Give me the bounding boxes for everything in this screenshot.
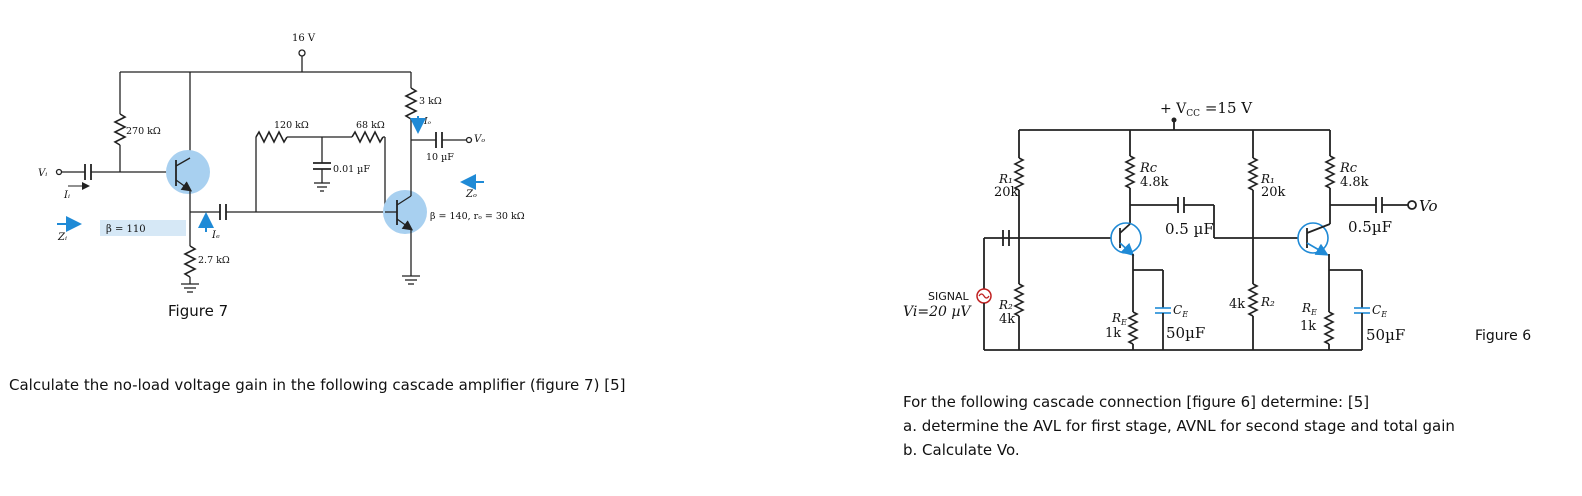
stage2-re-label: RE xyxy=(1301,301,1317,317)
resistor-68k xyxy=(351,130,384,144)
label-io: Iₒ xyxy=(423,117,432,127)
supply-terminal xyxy=(298,49,306,57)
stage2-cc-value: 0.5µF xyxy=(1348,218,1392,236)
vi-value: Vi=20 µV xyxy=(903,304,972,320)
stage1-re-resistor xyxy=(1127,311,1139,345)
label-2k7: 2.7 kΩ xyxy=(198,255,230,266)
resistor-2k7 xyxy=(183,245,197,278)
label-zi: Zᵢ xyxy=(57,232,67,243)
fig6-question-line2: a. determine the AVL for first stage, AV… xyxy=(903,417,1455,435)
resistor-270k xyxy=(113,113,127,146)
stage2-r2-label: R₂ xyxy=(1260,295,1275,309)
stage1-r1-resistor xyxy=(1013,157,1025,191)
stage2-ce-value: 50µF xyxy=(1366,326,1405,344)
vo-terminal xyxy=(465,136,473,144)
fig6-vo-label: Vo xyxy=(1419,197,1438,215)
stage1-cc-value: 0.5 µF xyxy=(1165,220,1214,238)
figure-6-circuit: + VCC =15 V R₁ 20k R₂ 4k SIGNAL Vi=20 µV… xyxy=(903,99,1531,351)
stage2-r2-resistor xyxy=(1247,283,1259,317)
label-10uf: 10 µF xyxy=(426,152,454,163)
label-120k: 120 kΩ xyxy=(274,120,309,131)
label-ii: Iᵢ xyxy=(63,190,70,201)
stage2-r1-resistor xyxy=(1247,157,1259,191)
fig7-supply-label: 16 V xyxy=(292,33,316,44)
stage2-r1-value: 20k xyxy=(1261,185,1286,200)
stage2-ce-label: CE xyxy=(1372,303,1387,319)
stage1-ce-label: CE xyxy=(1173,303,1188,319)
stage2-rc-label: Rc xyxy=(1339,161,1358,176)
stage1-rc-label: Rc xyxy=(1139,161,1158,176)
stage1-r2-value: 4k xyxy=(999,312,1015,327)
vi-terminal xyxy=(55,168,63,176)
figure6-caption: Figure 6 xyxy=(1475,328,1531,344)
stage1-ce-value: 50µF xyxy=(1166,324,1205,342)
label-ie: Iₑ xyxy=(211,230,220,241)
label-zo: Zₒ xyxy=(465,189,477,200)
fig6-question-line3: b. Calculate Vo. xyxy=(903,441,1020,459)
stage1-re-label: RE xyxy=(1111,311,1127,327)
label-3k: 3 kΩ xyxy=(419,96,442,107)
label-270k: 270 kΩ xyxy=(126,126,161,137)
figure-7-circuit: 16 V 270 kΩ Vᵢ Iᵢ Zᵢ β = 110 xyxy=(38,33,525,320)
vo-terminal-fig6 xyxy=(1407,200,1417,210)
signal-label: SIGNAL xyxy=(928,290,970,303)
stage1-rc-resistor xyxy=(1124,155,1136,189)
resistor-120k xyxy=(255,130,288,144)
stage1-r2-label: R₂ xyxy=(998,298,1013,312)
label-beta2: β = 140, rₒ = 30 kΩ xyxy=(430,211,525,222)
stage2-rc-resistor xyxy=(1324,155,1336,189)
transistor-q2 xyxy=(383,190,427,234)
stage1-r2-resistor xyxy=(1013,283,1025,317)
stage2-re-value: 1k xyxy=(1300,319,1316,334)
label-vo: Vₒ xyxy=(474,134,485,145)
stage1-r1-value: 20k xyxy=(994,185,1019,200)
stage1-rc-value: 4.8k xyxy=(1140,175,1169,190)
label-beta1: β = 110 xyxy=(106,224,146,235)
beta1-box xyxy=(100,220,186,236)
stage2-r2-value: 4k xyxy=(1229,297,1245,312)
stage2-r1-label: R₁ xyxy=(1260,172,1275,186)
figure7-caption: Figure 7 xyxy=(168,302,228,320)
transistor-q1 xyxy=(166,150,210,194)
stage1-re-value: 1k xyxy=(1105,326,1121,341)
fig7-question: Calculate the no-load voltage gain in th… xyxy=(9,376,626,394)
vcc-label: + VCC =15 V xyxy=(1160,99,1253,119)
label-001uf: 0.01 µF xyxy=(333,164,370,175)
resistor-3k xyxy=(404,87,418,120)
stage1-r1-label: R₁ xyxy=(998,172,1013,186)
stage2-re-resistor xyxy=(1323,311,1335,345)
fig6-question-line1: For the following cascade connection [fi… xyxy=(903,393,1370,411)
label-68k: 68 kΩ xyxy=(356,120,385,131)
stage2-rc-value: 4.8k xyxy=(1340,175,1369,190)
label-vi: Vᵢ xyxy=(38,168,47,179)
